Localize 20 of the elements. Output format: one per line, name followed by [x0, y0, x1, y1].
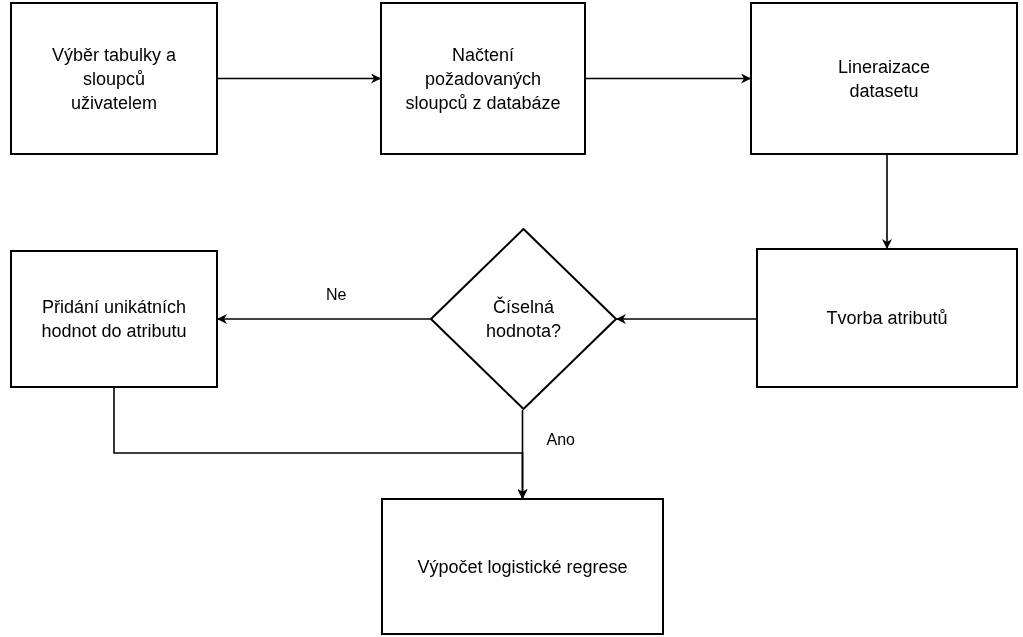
arrow	[113, 387, 528, 499]
process-box	[750, 2, 1018, 155]
arrow	[616, 314, 757, 324]
node-text: Tvorba atributů	[825, 307, 949, 330]
arrow	[585, 73, 751, 84]
node-text: Lineraizace datasetu	[836, 55, 932, 103]
node-text: Výběr tabulky a sloupců uživatelem	[50, 43, 178, 115]
arrow	[217, 73, 381, 84]
process-box	[380, 2, 586, 155]
process-box	[10, 250, 218, 388]
process-box	[381, 498, 664, 635]
decision-diamond	[430, 228, 617, 410]
node-text: Číselná hodnota?	[484, 295, 563, 343]
node-text: Načtení požadovaných sloupců z databáze	[404, 43, 562, 115]
node-text: Přidání unikátních hodnot do atributu	[40, 296, 188, 343]
arrow	[217, 314, 431, 324]
node-text: Výpočet logistické regrese	[416, 555, 629, 579]
process-box	[756, 248, 1018, 388]
process-box	[10, 2, 218, 155]
arrow	[882, 154, 892, 249]
